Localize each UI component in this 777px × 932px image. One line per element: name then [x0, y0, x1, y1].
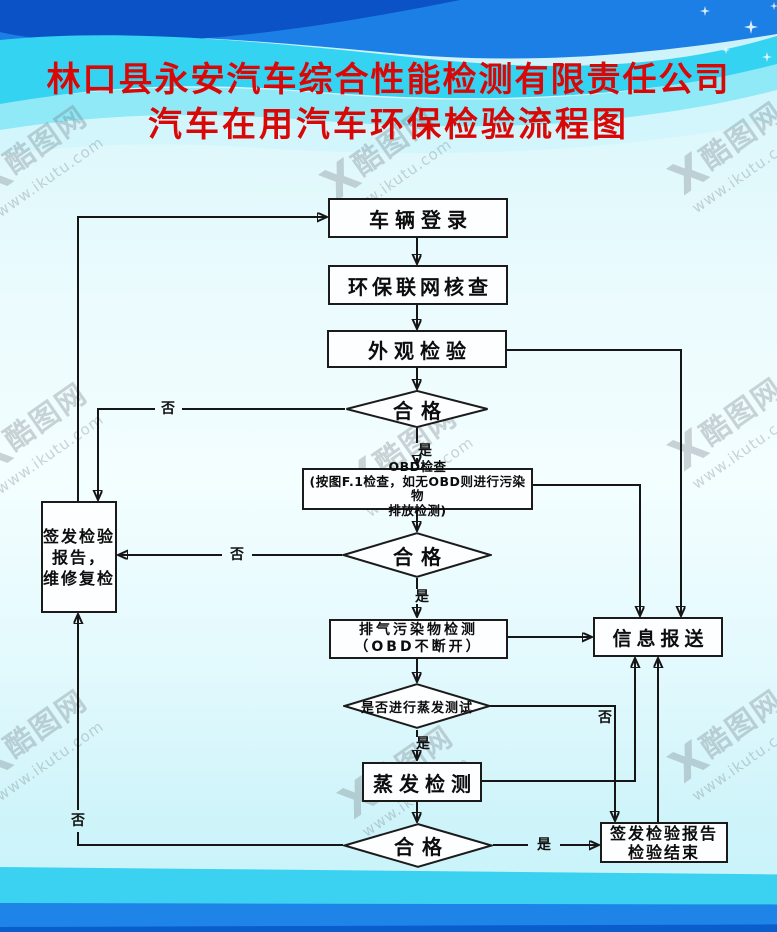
edge-appearance-to-inforeport [507, 349, 681, 615]
node-qualified-decision-3: 合格 [343, 823, 493, 868]
edge-label-no-evap: 否 [598, 710, 612, 726]
edge-repairreport-to-login [77, 217, 326, 501]
edge-label-yes-1: 是 [418, 443, 432, 459]
edge-label-yes-3: 是 [537, 837, 551, 853]
edge-label-no-2: 否 [230, 547, 244, 563]
node-info-report: 信息报送 [593, 617, 723, 657]
edge-label-yes-2: 是 [415, 589, 429, 605]
node-issue-report-repair-recheck: 签发检验 报告， 维修复检 [41, 501, 117, 613]
edge-qualified1-no-b [98, 408, 155, 499]
node-evaporation-decision: 是否进行蒸发测试 [343, 683, 491, 729]
edge-qualified3-no-a [77, 832, 343, 846]
node-env-network-check: 环保联网核查 [328, 265, 508, 305]
diamond-shape [343, 683, 491, 729]
edge-label-no-1: 否 [161, 401, 175, 417]
node-obd-check: OBD检查 (按图F.1检查，如无OBD则进行污染物 排放检测) [302, 459, 533, 517]
flowchart-title: 汽车在用汽车环保检验流程图 [148, 105, 629, 145]
poster-title: 林口县永安汽车综合性能检测有限责任公司 汽车在用汽车环保检验流程图 [0, 57, 777, 147]
node-vehicle-login: 车辆登录 [328, 198, 508, 238]
edge-evaptest-to-inforeport [482, 659, 635, 782]
edge-obd-to-inforeport [533, 484, 640, 615]
diamond-shape [343, 823, 493, 868]
node-evaporation-test: 蒸发检测 [362, 762, 482, 802]
node-appearance-inspection: 外观检验 [327, 330, 507, 368]
edge-evapdecision-no [490, 705, 615, 820]
diamond-shape [345, 390, 489, 428]
edge-label-no-3: 否 [71, 813, 85, 829]
node-qualified-decision-2: 合格 [342, 532, 492, 578]
node-qualified-decision-1: 合格 [345, 390, 489, 428]
company-name: 林口县永安汽车综合性能检测有限责任公司 [46, 60, 731, 100]
node-issue-report-end: 签发检验报告 检验结束 [600, 822, 728, 863]
node-exhaust-pollutant-test: 排气污染物检测 （OBD不断开） [329, 619, 508, 659]
diamond-shape [342, 532, 492, 578]
edge-label-yes-evap: 是 [416, 736, 430, 752]
